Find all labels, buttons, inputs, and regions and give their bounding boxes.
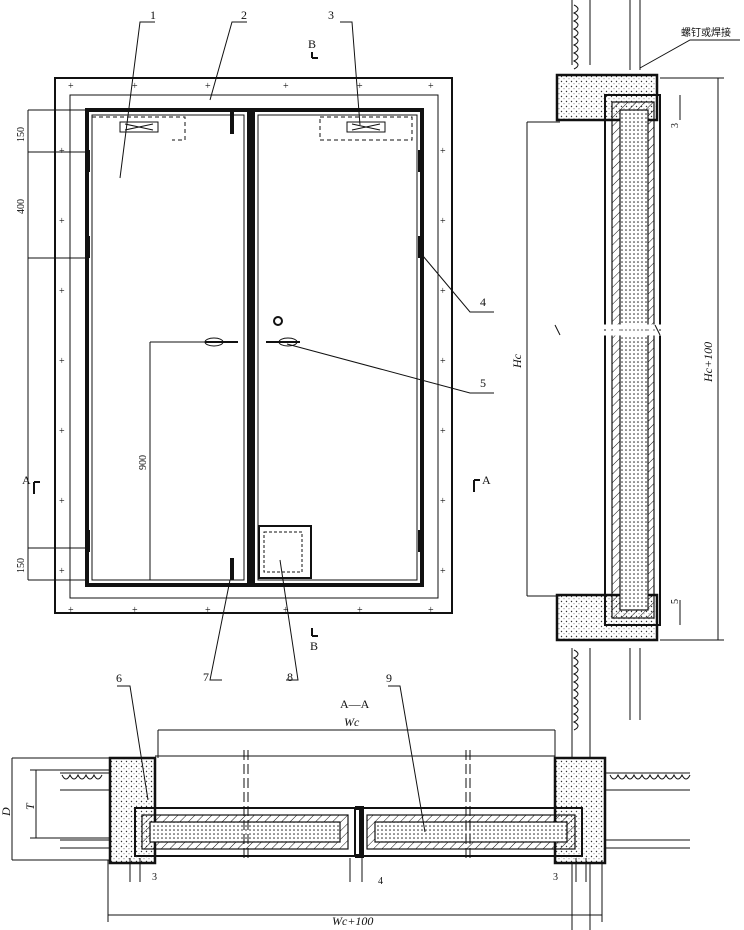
dim-900: 900 <box>138 455 149 470</box>
label-part-9: 9 <box>386 671 392 685</box>
svg-text:+: + <box>428 605 434 616</box>
label-section-a-left: A <box>22 473 31 487</box>
label-section-b-bottom: B <box>310 639 318 653</box>
label-part-4: 4 <box>480 295 486 309</box>
svg-text:+: + <box>428 81 434 92</box>
svg-text:+: + <box>132 81 138 92</box>
dim-150-top: 150 <box>16 127 27 142</box>
svg-text:+: + <box>357 605 363 616</box>
front-elevation: ++++++ ++++++ +++++++ +++++++ <box>27 21 494 681</box>
label-part-3: 3 <box>328 8 334 22</box>
svg-text:+: + <box>59 356 65 367</box>
label-section-b-top: B <box>308 37 316 51</box>
label-section-title: A—A <box>340 697 370 711</box>
dim-3-left: 3 <box>152 872 157 883</box>
svg-text:+: + <box>440 286 446 297</box>
label-part-2: 2 <box>241 8 247 22</box>
svg-text:+: + <box>440 356 446 367</box>
dim-hc: Hc <box>510 353 524 369</box>
dim-wc: Wc <box>344 715 360 729</box>
svg-text:+: + <box>59 566 65 577</box>
dim-t: T <box>23 802 37 810</box>
dim-4: 4 <box>378 876 383 887</box>
side-section <box>526 0 740 930</box>
dim-hc-100: Hc+100 <box>701 342 715 383</box>
plan-section <box>11 685 691 922</box>
svg-text:+: + <box>440 216 446 227</box>
svg-text:+: + <box>59 426 65 437</box>
label-part-7: 7 <box>203 670 209 684</box>
svg-text:+: + <box>205 81 211 92</box>
svg-text:+: + <box>440 426 446 437</box>
label-part-6: 6 <box>116 671 122 685</box>
label-part-8: 8 <box>287 670 293 684</box>
svg-text:+: + <box>59 286 65 297</box>
svg-text:+: + <box>205 605 211 616</box>
right-leaf <box>251 108 424 587</box>
dim-wc-100: Wc+100 <box>332 914 373 928</box>
label-bolt-note: 螺钉或焊接 <box>681 26 731 39</box>
dim-3-right: 3 <box>553 872 558 883</box>
svg-text:+: + <box>132 605 138 616</box>
left-leaf <box>85 108 251 587</box>
inner-frame <box>69 94 439 599</box>
label-part-1: 1 <box>150 8 156 22</box>
svg-text:+: + <box>68 81 74 92</box>
svg-text:+: + <box>357 81 363 92</box>
label-part-5: 5 <box>480 376 486 390</box>
dimension-labels: 150 400 900 150 Hc Hc+100 3 5 Wc Wc+100 … <box>0 123 715 928</box>
outer-frame <box>54 77 453 614</box>
svg-text:+: + <box>440 496 446 507</box>
svg-text:+: + <box>440 566 446 577</box>
frame-bolts: ++++++ ++++++ +++++++ +++++++ <box>59 81 446 616</box>
dim-5-side: 5 <box>670 599 681 604</box>
svg-text:+: + <box>440 146 446 157</box>
svg-text:+: + <box>59 496 65 507</box>
dim-150-bottom: 150 <box>16 558 27 573</box>
dim-400: 400 <box>16 199 27 214</box>
dim-d: D <box>0 807 13 817</box>
svg-text:+: + <box>283 81 289 92</box>
svg-text:+: + <box>59 216 65 227</box>
label-section-a-right: A <box>482 473 491 487</box>
svg-text:+: + <box>68 605 74 616</box>
dim-3-side: 3 <box>670 123 681 128</box>
part-labels: 1 2 3 4 5 6 7 8 9 B B A A A—A 螺钉或焊接 <box>22 8 731 711</box>
svg-text:+: + <box>283 605 289 616</box>
